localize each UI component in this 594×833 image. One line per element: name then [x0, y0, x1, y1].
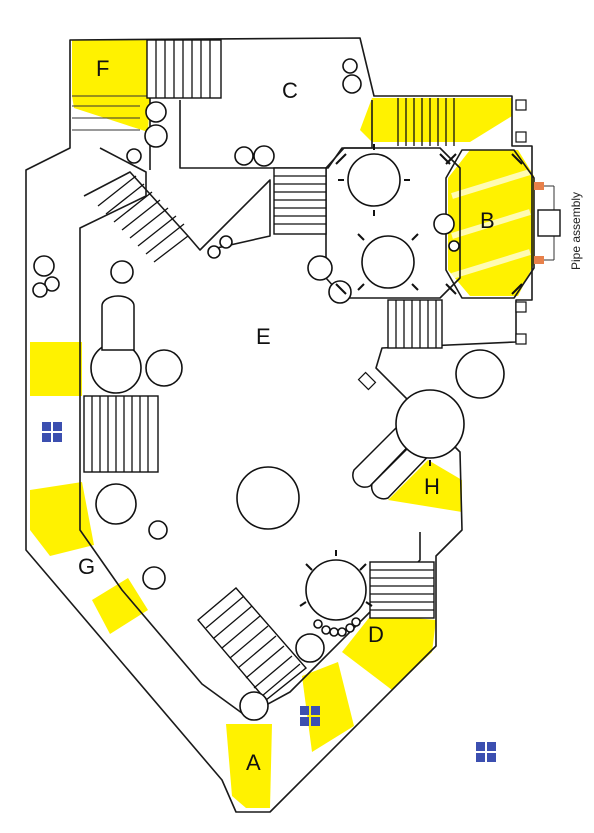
- stairs-b-top: [397, 98, 455, 146]
- stairs-a-diagonal: [197, 587, 308, 701]
- tank-1: [338, 144, 410, 216]
- tank-2: [357, 233, 419, 291]
- pillars: [32, 58, 505, 721]
- pipe-assembly: [534, 182, 561, 264]
- grid-square-icon: [476, 742, 496, 762]
- stairs-left: [83, 395, 159, 473]
- pillar: [95, 483, 137, 525]
- pillar: [448, 240, 460, 252]
- highlight-stripes: [451, 169, 531, 279]
- pillar: [239, 691, 269, 721]
- small-pipes-cluster: [313, 617, 361, 637]
- pillar: [44, 276, 60, 292]
- edge-fittings: [515, 99, 527, 345]
- pillar: [145, 349, 183, 387]
- highlight-zone-h: [388, 460, 462, 512]
- pillar: [307, 255, 333, 281]
- pillar: [126, 148, 142, 164]
- highlight-zone-d: [342, 614, 436, 690]
- stairs-f: [146, 39, 222, 99]
- highlight-zone-f-strip: [72, 96, 150, 132]
- room-label-f: F: [96, 56, 109, 81]
- grid-square-icon: [42, 422, 62, 442]
- highlight-zone-left-2: [30, 482, 94, 556]
- stairs-right: [387, 299, 443, 349]
- pillar: [144, 124, 168, 148]
- highlight-zone-g: [92, 578, 148, 634]
- pillar: [455, 349, 505, 399]
- pillar: [145, 101, 167, 123]
- room-label-h: H: [424, 474, 440, 499]
- grid-square-icon: [300, 706, 320, 726]
- pillar: [33, 255, 55, 277]
- tank-3: [395, 389, 465, 466]
- room-label-c: C: [282, 78, 298, 103]
- pipe-assembly-label: Pipe assembly: [569, 192, 583, 270]
- diagonal-wall: [83, 171, 271, 251]
- pillar: [32, 282, 48, 298]
- pillar: [234, 146, 254, 166]
- stairs-c: [273, 167, 327, 235]
- pillar: [142, 566, 166, 590]
- room-b-octagon: [445, 149, 535, 299]
- room-b-ticks: [335, 153, 523, 295]
- pillar: [342, 58, 358, 74]
- pillar: [328, 280, 352, 304]
- pillar: [236, 466, 300, 530]
- highlight-zone-f: [72, 40, 147, 96]
- pillar: [219, 235, 233, 249]
- room-label-e: E: [256, 324, 271, 349]
- highlight-zone-b-stair: [360, 98, 512, 142]
- room-label-b: B: [480, 208, 495, 233]
- room-label-d: D: [368, 622, 384, 647]
- pillar: [148, 520, 168, 540]
- room-label-g: G: [78, 554, 95, 579]
- pillar: [253, 145, 275, 167]
- highlight-zones: [30, 40, 534, 808]
- pillar: [110, 260, 134, 284]
- tank-4: [299, 550, 373, 621]
- pillar: [433, 213, 455, 235]
- room-label-a: A: [246, 750, 261, 775]
- room-labels: F C B E H G D A: [78, 56, 495, 775]
- pillar: [295, 633, 325, 663]
- highlight-zone-a: [226, 724, 272, 808]
- pillar: [207, 245, 221, 259]
- highlight-zone-a-right: [302, 662, 354, 752]
- pillar: [342, 74, 362, 94]
- stairs-d: [369, 561, 435, 619]
- highlight-zone-left-1: [30, 342, 82, 396]
- stairs-diagonal-nw: [97, 175, 189, 263]
